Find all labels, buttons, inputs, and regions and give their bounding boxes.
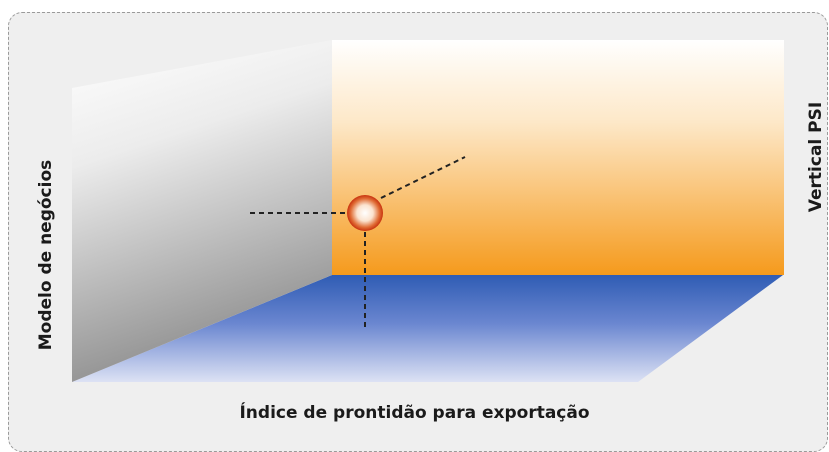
back-wall (332, 40, 784, 275)
3d-axis-diagram (72, 40, 784, 382)
left-wall (72, 40, 332, 382)
right-axis-label: Vertical PSI (806, 101, 826, 213)
floor-plane (72, 275, 783, 382)
position-marker (347, 195, 383, 231)
guide-line-diagonal (380, 156, 466, 199)
left-axis-label: Modelo de negócios (36, 159, 56, 351)
x-axis-label: Índice de prontidão para exportação (239, 403, 590, 423)
